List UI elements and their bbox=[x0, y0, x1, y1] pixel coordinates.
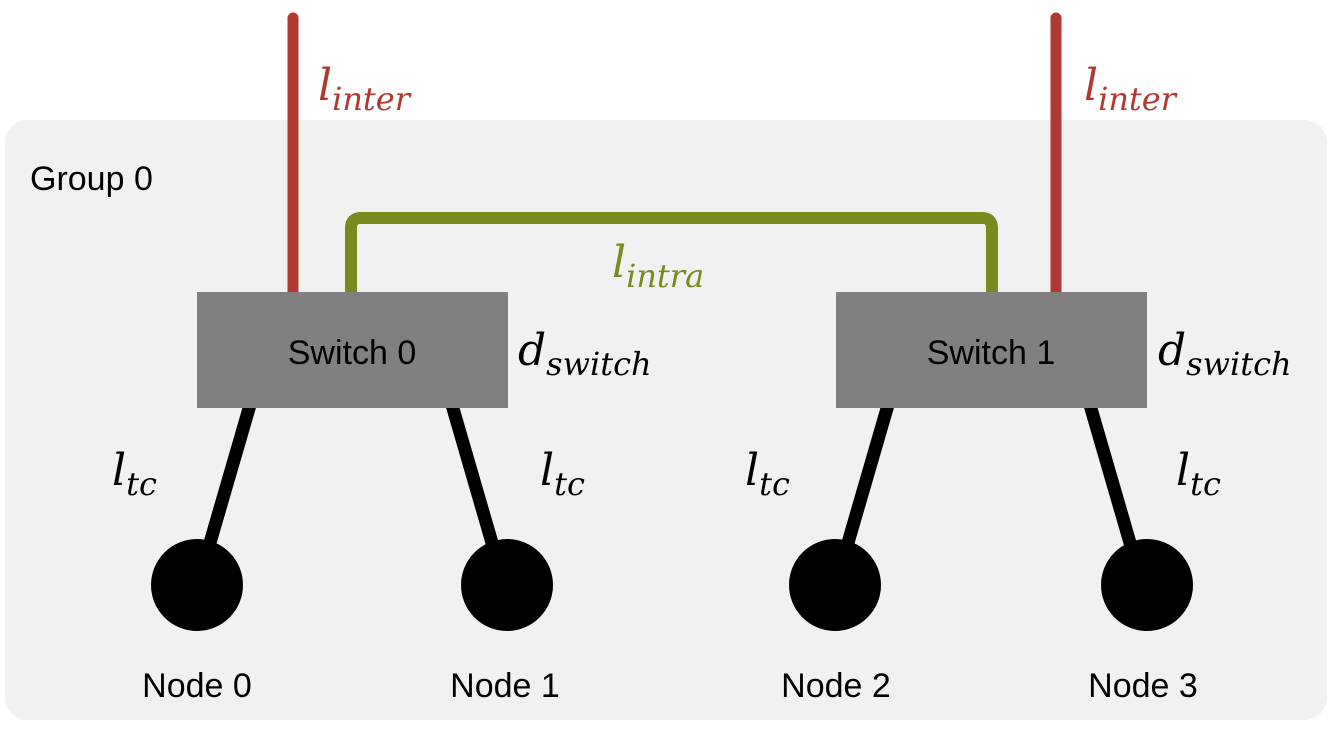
tc-link-node-3 bbox=[1083, 403, 1142, 562]
inter-latency-label-left: linter bbox=[318, 60, 412, 118]
intra-latency-label: lintra bbox=[612, 237, 704, 295]
node-0-label: Node 0 bbox=[142, 667, 252, 705]
node-1-circle bbox=[461, 539, 553, 631]
node-2-circle bbox=[789, 539, 881, 631]
switch-0-label: Switch 0 bbox=[288, 334, 417, 372]
switch-0-delay-label: dswitch bbox=[518, 325, 652, 383]
tc-link-node-0 bbox=[198, 403, 257, 562]
node-3-label: Node 3 bbox=[1088, 667, 1198, 705]
switch-1-label: Switch 1 bbox=[927, 334, 1056, 372]
node-1-label: Node 1 bbox=[450, 667, 560, 705]
switch-0-box bbox=[197, 292, 508, 408]
tc-latency-label-node-0: ltc bbox=[112, 445, 157, 503]
node-0-circle bbox=[151, 539, 243, 631]
inter-latency-label-right: linter bbox=[1084, 60, 1178, 118]
intra-link bbox=[345, 212, 998, 295]
tc-link-node-1 bbox=[445, 403, 504, 562]
tc-latency-label-node-1: ltc bbox=[540, 445, 585, 503]
node-2-label: Node 2 bbox=[781, 667, 891, 705]
tc-latency-label-node-2: ltc bbox=[745, 445, 790, 503]
switch-1-delay-label: dswitch bbox=[1158, 325, 1292, 383]
switch-1-box bbox=[836, 292, 1147, 408]
group-label: Group 0 bbox=[30, 160, 153, 198]
tc-link-node-2 bbox=[836, 403, 895, 562]
tc-latency-label-node-3: ltc bbox=[1176, 445, 1221, 503]
node-3-circle bbox=[1101, 539, 1193, 631]
